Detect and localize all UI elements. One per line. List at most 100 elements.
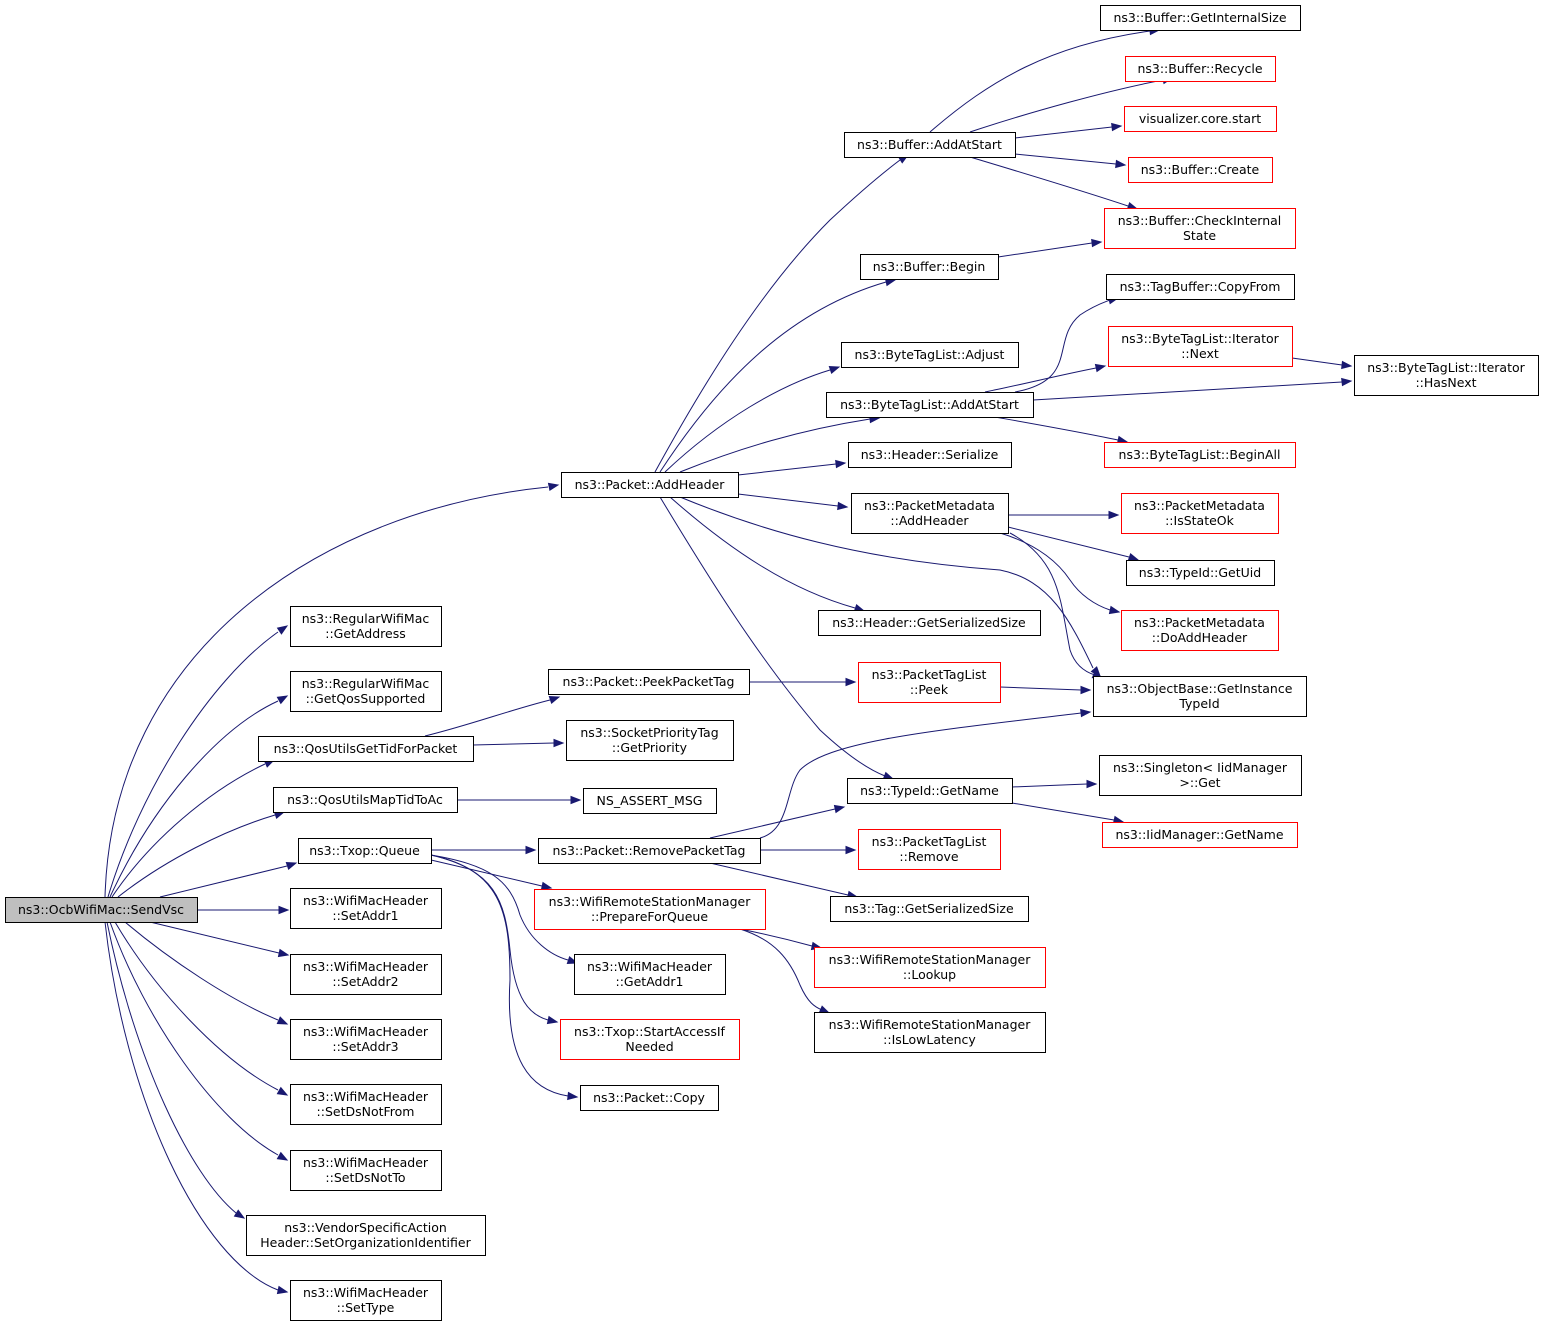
node-label: >::Get (1179, 775, 1220, 790)
node-buf_begin[interactable]: ns3::Buffer::Begin (860, 254, 999, 280)
node-label: ns3::PacketMetadata (1134, 615, 1265, 630)
node-qosgettid[interactable]: ns3::QosUtilsGetTidForPacket (258, 736, 474, 762)
edge-txopqueue-to-removepackettag (431, 845, 537, 855)
node-btl_it_hasnext[interactable]: ns3::ByteTagList::Iterator::HasNext (1354, 355, 1539, 396)
node-viz_start[interactable]: visualizer.core.start (1124, 106, 1277, 132)
edge-btl_it_next-to-btl_it_hasnext (1291, 357, 1353, 370)
edge-addheader-to-typeid_getname (659, 496, 895, 780)
node-pktcopy[interactable]: ns3::Packet::Copy (580, 1085, 719, 1111)
node-sockprio[interactable]: ns3::SocketPriorityTag::GetPriority (566, 720, 734, 761)
node-btl_addatstart[interactable]: ns3::ByteTagList::AddAtStart (826, 392, 1034, 418)
node-buf_recycle[interactable]: ns3::Buffer::Recycle (1125, 56, 1276, 82)
node-removepackettag[interactable]: ns3::Packet::RemovePacketTag (538, 838, 761, 864)
node-label: ns3::VendorSpecificAction (284, 1220, 447, 1235)
edge-sendvsc-to-settype (104, 921, 289, 1295)
node-buf_addatstart[interactable]: ns3::Buffer::AddAtStart (844, 132, 1016, 158)
edge-sendvsc-to-addheader (104, 482, 560, 898)
node-nsassert[interactable]: NS_ASSERT_MSG (583, 788, 717, 814)
node-label: State (1183, 228, 1216, 243)
edge-sendvsc-to-qosmaptid (117, 810, 286, 898)
node-label: ns3::IidManager::GetName (1115, 827, 1283, 842)
node-label: ns3::PacketMetadata (864, 498, 995, 513)
node-tagbuf_copyfrom[interactable]: ns3::TagBuffer::CopyFrom (1106, 274, 1295, 300)
node-iid_getname[interactable]: ns3::IidManager::GetName (1102, 822, 1298, 848)
node-btl_it_next[interactable]: ns3::ByteTagList::Iterator::Next (1108, 326, 1293, 367)
node-label: ns3::Header::Serialize (861, 447, 999, 462)
edge-btl_addatstart-to-btl_it_hasnext (1032, 377, 1353, 401)
node-btl_beginall[interactable]: ns3::ByteTagList::BeginAll (1104, 442, 1296, 468)
node-label: ns3::Buffer::GetInternalSize (1113, 10, 1286, 25)
edge-sendvsc-to-setorgid (106, 921, 246, 1219)
edge-btl_addatstart-to-tagbuf_copyfrom (1014, 296, 1120, 393)
node-label: ::SetAddr3 (332, 1039, 398, 1054)
node-hdr_serialize[interactable]: ns3::Header::Serialize (848, 442, 1012, 468)
node-pm_addheader[interactable]: ns3::PacketMetadata::AddHeader (851, 493, 1009, 534)
node-pm_isstateok[interactable]: ns3::PacketMetadata::IsStateOk (1121, 493, 1279, 534)
node-label: ns3::Header::GetSerializedSize (832, 615, 1026, 630)
node-getaddr1[interactable]: ns3::WifiMacHeader::GetAddr1 (574, 954, 726, 995)
node-label: ::GetPriority (612, 740, 688, 755)
node-ptl_remove[interactable]: ns3::PacketTagList::Remove (858, 829, 1001, 870)
node-label: ns3::Buffer::Begin (873, 259, 986, 274)
edge-pm_addheader-to-ob_getinstancetypeid (1009, 532, 1104, 679)
node-sendvsc[interactable]: ns3::OcbWifiMac::SendVsc (5, 897, 198, 923)
node-qosmaptid[interactable]: ns3::QosUtilsMapTidToAc (273, 787, 458, 813)
node-setdsnotfrom[interactable]: ns3::WifiMacHeader::SetDsNotFrom (290, 1084, 442, 1125)
node-label: ns3::RegularWifiMac (302, 676, 430, 691)
node-typeid_getname[interactable]: ns3::TypeId::GetName (847, 778, 1013, 804)
edge-sendvsc-to-getqossupported (109, 695, 289, 898)
node-label: ns3::Packet::Copy (593, 1090, 705, 1105)
node-wrsm_lookup[interactable]: ns3::WifiRemoteStationManager::Lookup (814, 947, 1046, 988)
node-pm_doaddheader[interactable]: ns3::PacketMetadata::DoAddHeader (1121, 610, 1279, 651)
node-buf_getinternalsize[interactable]: ns3::Buffer::GetInternalSize (1100, 5, 1301, 31)
node-setaddr2[interactable]: ns3::WifiMacHeader::SetAddr2 (290, 954, 442, 995)
node-label: ::GetAddress (325, 626, 405, 641)
node-label: ns3::Txop::Queue (309, 843, 420, 858)
node-ptl_peek[interactable]: ns3::PacketTagList::Peek (858, 662, 1001, 703)
node-label: ns3::TypeId::GetName (860, 783, 999, 798)
edge-removepackettag-to-ptl_remove (760, 845, 857, 855)
node-tag_getsersize[interactable]: ns3::Tag::GetSerializedSize (830, 896, 1029, 922)
node-addheader[interactable]: ns3::Packet::AddHeader (561, 472, 739, 498)
node-label: ns3::ByteTagList::AddAtStart (840, 397, 1019, 412)
node-label: ns3::PacketTagList (872, 667, 987, 682)
node-setaddr1[interactable]: ns3::WifiMacHeader::SetAddr1 (290, 888, 442, 929)
node-setorgid[interactable]: ns3::VendorSpecificActionHeader::SetOrga… (246, 1215, 486, 1256)
node-buf_create[interactable]: ns3::Buffer::Create (1128, 157, 1273, 183)
node-setaddr3[interactable]: ns3::WifiMacHeader::SetAddr3 (290, 1019, 442, 1060)
edge-buf_begin-to-buf_checkinternal (997, 238, 1103, 258)
node-label: ns3::QosUtilsMapTidToAc (287, 792, 443, 807)
edge-txopqueue-to-startaccess (430, 854, 559, 1025)
node-label: ns3::Packet::RemovePacketTag (553, 843, 746, 858)
edge-pm_addheader-to-pm_doaddheader (999, 532, 1121, 615)
node-label: ns3::ByteTagList::Iterator (1367, 360, 1525, 375)
edge-prepareforqueue-to-wrsm_lookup (739, 928, 823, 951)
node-getaddress[interactable]: ns3::RegularWifiMac::GetAddress (290, 606, 442, 647)
node-hdr_getsersize[interactable]: ns3::Header::GetSerializedSize (818, 610, 1041, 636)
node-btl_adjust[interactable]: ns3::ByteTagList::Adjust (841, 342, 1019, 368)
edge-ptl_peek-to-ob_getinstancetypeid (999, 685, 1092, 695)
edge-qosmaptid-to-nsassert (457, 795, 582, 805)
node-label: ns3::ObjectBase::GetInstance (1107, 681, 1293, 696)
node-label: ns3::RegularWifiMac (302, 611, 430, 626)
node-singleton_get[interactable]: ns3::Singleton< IidManager>::Get (1099, 755, 1302, 796)
node-label: ns3::Buffer::AddAtStart (857, 137, 1002, 152)
node-setdsnotto[interactable]: ns3::WifiMacHeader::SetDsNotTo (290, 1150, 442, 1191)
node-getqossupported[interactable]: ns3::RegularWifiMac::GetQosSupported (290, 671, 442, 712)
node-peekpackettag[interactable]: ns3::Packet::PeekPacketTag (548, 669, 750, 695)
node-typeid_getuid[interactable]: ns3::TypeId::GetUid (1126, 560, 1275, 586)
node-txopqueue[interactable]: ns3::Txop::Queue (298, 838, 432, 864)
node-settype[interactable]: ns3::WifiMacHeader::SetType (290, 1280, 442, 1321)
node-label: ns3::WifiMacHeader (303, 1024, 429, 1039)
node-label: ns3::Tag::GetSerializedSize (844, 901, 1014, 916)
edge-sendvsc-to-qosgettid (111, 759, 276, 898)
node-wrsm_islowlat[interactable]: ns3::WifiRemoteStationManager::IsLowLate… (814, 1012, 1046, 1053)
node-label: Needed (625, 1039, 673, 1054)
edge-addheader-to-pm_addheader (737, 493, 849, 511)
edge-sendvsc-to-setaddr1 (197, 905, 290, 915)
node-prepareforqueue[interactable]: ns3::WifiRemoteStationManager::PrepareFo… (534, 889, 766, 930)
